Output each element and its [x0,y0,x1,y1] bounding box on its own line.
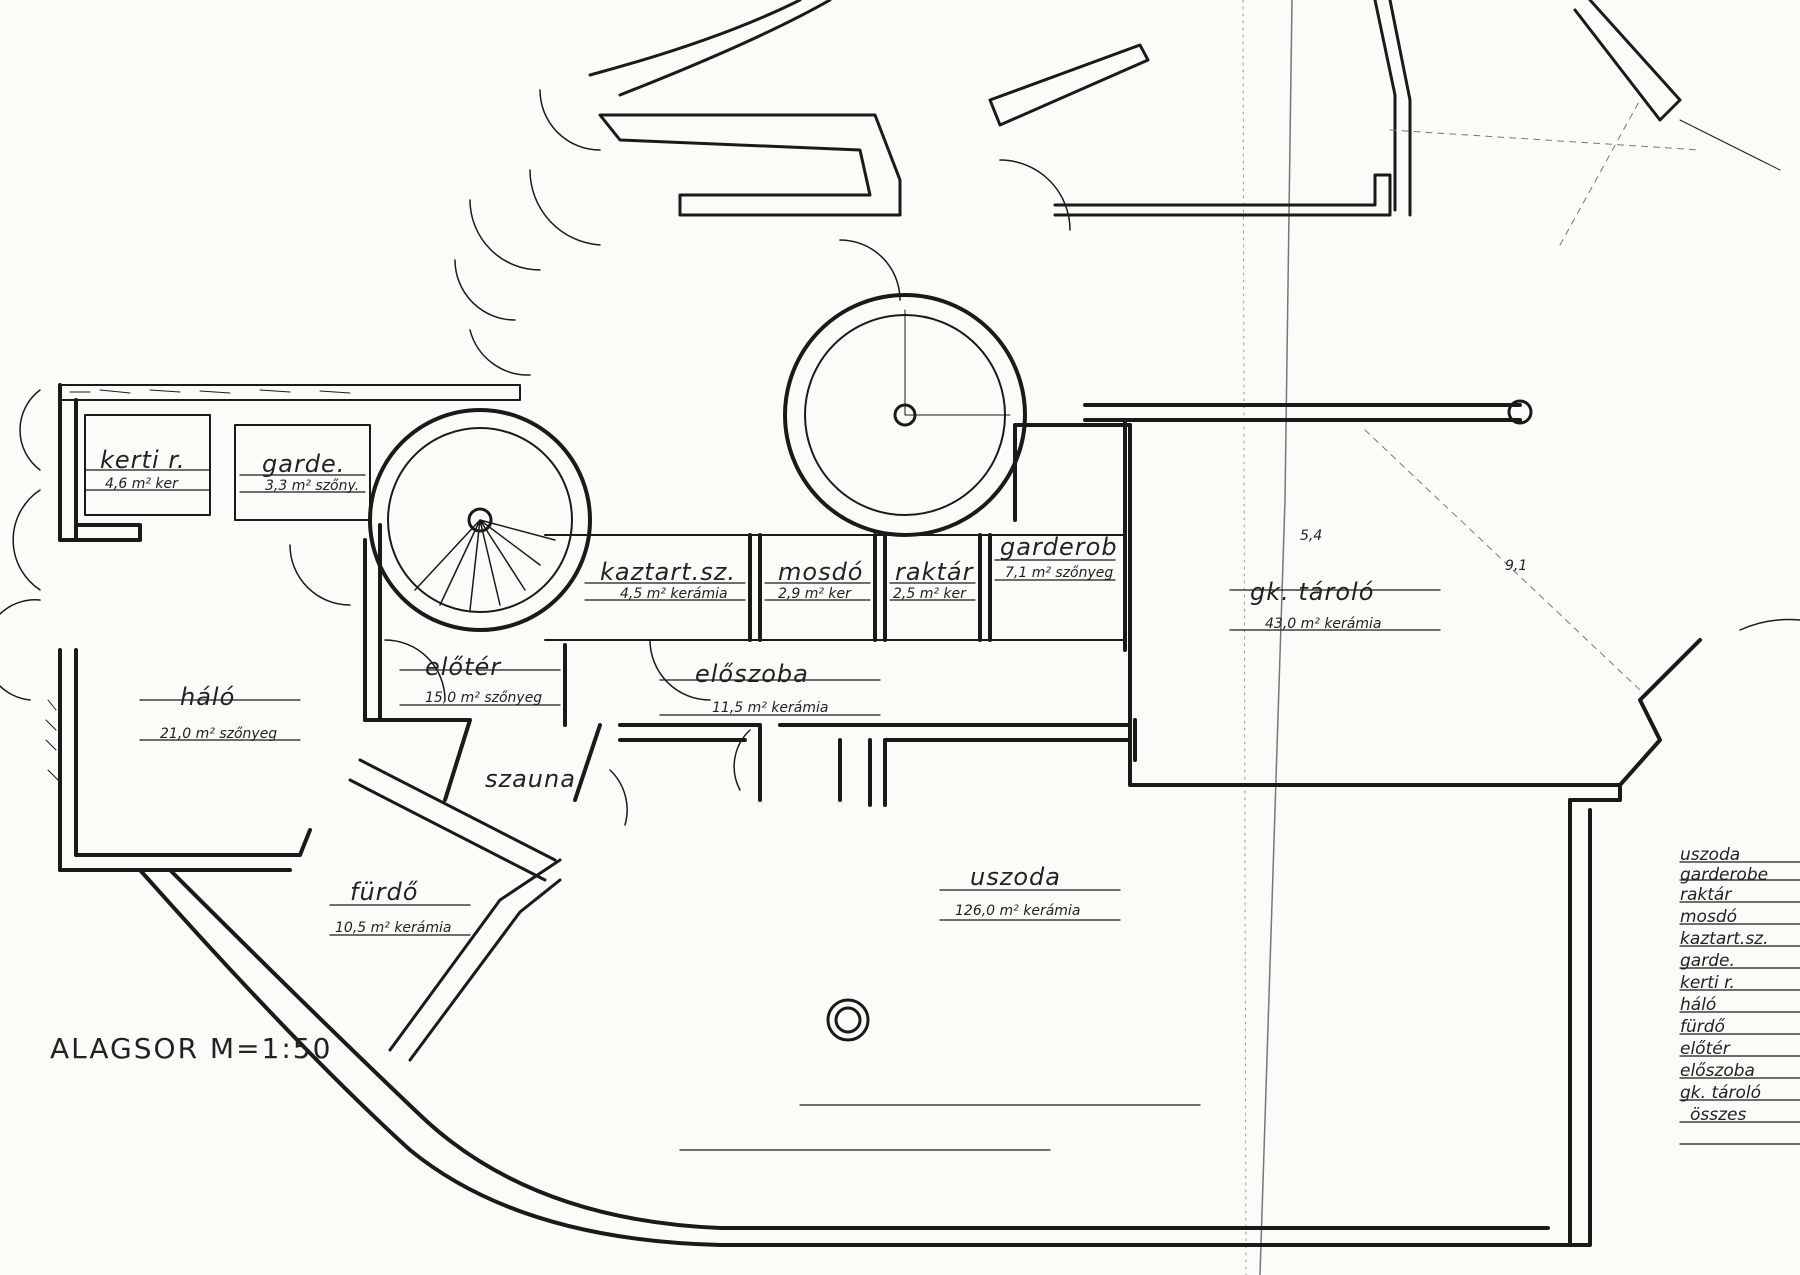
spiral-staircase-left [368,408,592,632]
paper-fold-line [1259,0,1293,1275]
door-swings [0,89,1800,826]
construction-lines [1364,99,1701,691]
pool-column [826,399,1533,1042]
room-area-kerti: 4,6 m² ker [105,476,179,492]
room-area-gktarolo: 43,0 m² kerámia [1265,616,1381,632]
room-area-eloter: 15,0 m² szőnyeg [425,690,542,706]
legend-item: uszoda [1680,845,1740,865]
legend-item: előszoba [1680,1061,1755,1081]
room-area-furdo: 10,5 m² kerámia [335,920,451,936]
room-area-garde: 3,3 m² szőny. [265,478,359,494]
room-area-eloszoba: 11,5 m² kerámia [712,700,828,716]
stone-wall-hatch [45,119,1781,781]
dimension-note-2: 9,1 [1505,558,1527,574]
legend-item: fürdő [1680,1017,1726,1037]
room-label-gktarolo: gk. tároló [1250,578,1374,606]
legend-item: háló [1680,995,1716,1015]
room-area-raktar: 2,5 m² ker [893,586,967,602]
legend-item: előtér [1680,1039,1731,1059]
area-legend: uszoda garderobe raktár mosdó kaztart.sz… [1680,845,1769,1125]
room-area-mosdo: 2,9 m² ker [778,586,852,602]
room-area-halo: 21,0 m² szőnyeg [160,726,277,742]
room-label-eloszoba: előszoba [695,660,809,688]
room-label-szauna: szauna [485,765,576,793]
drawing-title: ALAGSOR M=1:50 [50,1032,332,1065]
dimension-note-1: 5,4 [1300,528,1322,544]
legend-item: garde. [1680,951,1735,971]
spiral-staircase-right [783,293,1027,537]
room-area-garderob: 7,1 m² szőnyeg [1005,565,1113,581]
room-area-kaztart: 4,5 m² kerámia [620,586,728,602]
legend-item: gk. tároló [1680,1083,1761,1103]
room-area-uszoda: 126,0 m² kerámia [955,903,1080,919]
legend-item: kerti r. [1680,973,1735,993]
legend-item: raktár [1680,885,1732,905]
room-label-kaztart: kaztart.sz. [600,558,736,586]
legend-item: mosdó [1680,907,1737,927]
legend-item: garderobe [1680,865,1768,885]
upper-terrace [588,0,1682,217]
exterior-walls [58,383,1702,1247]
room-label-garderob: garderob [1000,533,1118,561]
room-label-garde: garde. [262,450,345,478]
legend-item: kaztart.sz. [1680,929,1769,949]
room-label-halo: háló [180,683,235,711]
room-label-raktar: raktár [895,558,975,586]
room-label-furdo: fürdő [350,878,418,906]
room-label-mosdo: mosdó [778,558,863,586]
room-labels: kerti r. 4,6 m² ker garde. 3,3 m² szőny.… [100,446,1527,936]
label-underlines [84,469,1441,1151]
legend-rules [1679,861,1800,1145]
room-label-uszoda: uszoda [970,863,1061,891]
legend-item: összes [1690,1105,1746,1125]
room-label-eloter: előtér [425,653,502,681]
room-label-kerti: kerti r. [100,446,186,474]
